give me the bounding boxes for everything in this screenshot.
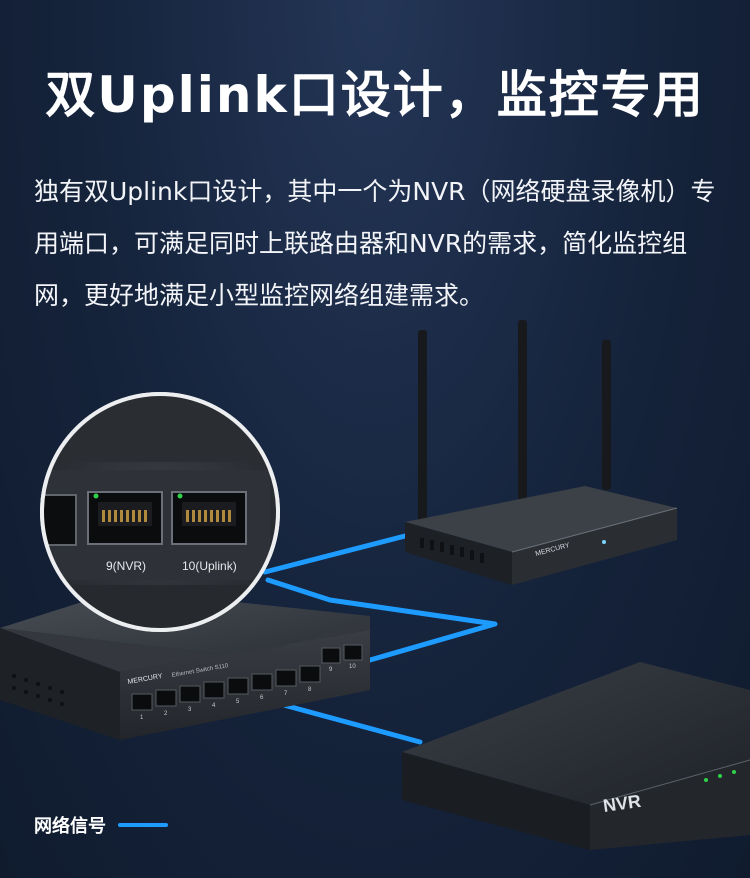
switch-port-7 xyxy=(275,669,297,687)
switch-port-2 xyxy=(155,689,177,707)
port-led xyxy=(177,493,183,499)
zoom-port-8 xyxy=(42,494,77,546)
port-10-label: 10(Uplink) xyxy=(182,559,237,573)
legend-label: 网络信号 xyxy=(34,816,106,837)
legend: 网络信号 xyxy=(34,810,168,840)
zoom-port-10 xyxy=(171,491,247,545)
switch-port-9 xyxy=(321,647,341,664)
port-number: 9 xyxy=(329,667,333,673)
router: MERCURY xyxy=(405,320,678,585)
legend-signal-line xyxy=(118,823,168,827)
switch-port-3 xyxy=(179,685,201,703)
port-9-label: 9(NVR) xyxy=(106,559,146,573)
port-zoom-inset: 9(NVR) 10(Uplink) xyxy=(40,392,280,632)
switch-ports xyxy=(131,644,363,711)
page-title: 双Uplink口设计，监控专用 xyxy=(45,66,705,124)
cable-to-router xyxy=(262,533,408,575)
port-number: 4 xyxy=(212,703,216,709)
router-antenna xyxy=(418,330,427,555)
zoom-port-9 xyxy=(87,491,163,545)
port-number: 5 xyxy=(236,699,240,705)
switch-port-5 xyxy=(227,677,249,695)
switch-port-6 xyxy=(251,673,273,691)
switch-port-8 xyxy=(299,665,321,683)
nvr-device: NVR xyxy=(402,662,750,850)
port-number: 7 xyxy=(284,691,288,697)
port-number: 10 xyxy=(349,664,356,670)
router-antenna xyxy=(602,340,611,490)
switch-port-1 xyxy=(131,693,153,711)
port-number: 2 xyxy=(164,711,168,717)
port-led xyxy=(93,493,99,499)
port-number: 3 xyxy=(188,707,192,713)
switch-port-4 xyxy=(203,681,225,699)
port-number: 6 xyxy=(260,695,264,701)
feature-description: 独有双Uplink口设计，其中一个为NVR（网络硬盘录像机）专用端口，可满足同时… xyxy=(34,177,716,310)
switch-port-10 xyxy=(343,644,363,661)
port-number: 1 xyxy=(140,715,144,721)
router-antenna xyxy=(518,320,527,500)
port-number: 8 xyxy=(308,687,312,693)
